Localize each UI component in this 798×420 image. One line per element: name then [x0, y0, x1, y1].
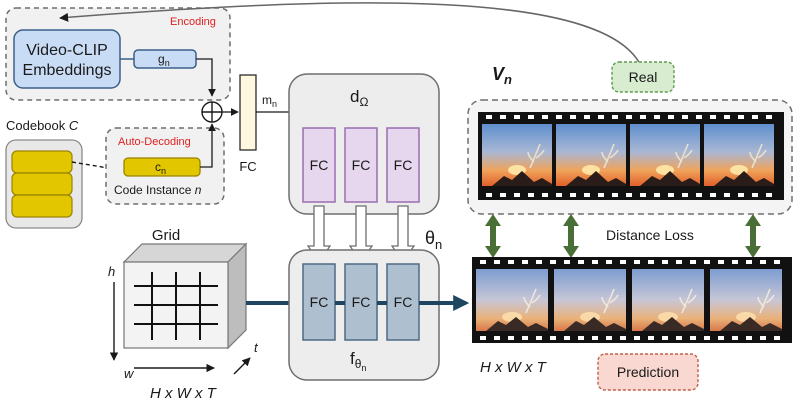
network-fc-layer-3 [386, 263, 420, 341]
network-fc-label: FC [394, 294, 413, 310]
hypernet-fc-layer-3 [386, 127, 420, 203]
real-filmstrip [478, 112, 784, 200]
v-n-label: Vn [492, 64, 512, 87]
g-to-sum-arrow [196, 58, 216, 97]
prediction-badge [597, 353, 699, 391]
grid-title: Grid [152, 227, 180, 244]
w-label: w [124, 366, 135, 381]
real-to-encoder-arrow [59, 2, 641, 65]
network-fc-layer-2 [344, 263, 378, 341]
sum-node [201, 101, 223, 123]
network-fc-layer-1 [302, 263, 336, 341]
codebook-to-cn-arrow [71, 161, 121, 173]
distance-loss-arrows [485, 214, 761, 258]
prediction-dims-label: H x W x T [480, 359, 548, 376]
t-label: t [254, 340, 259, 355]
hypernet-fc-layer-1 [302, 127, 336, 203]
hypernet-fc-label: FC [394, 157, 413, 173]
network-fc-label: FC [310, 294, 329, 310]
g-n-label: gn [158, 52, 170, 68]
codebook-entry [11, 172, 73, 196]
hypernet-block: dΩ FC FC FC [288, 73, 440, 215]
video-clip-embeddings-box [13, 29, 121, 89]
code-instance-label: Code Instance n [114, 183, 202, 197]
codebook-entry [11, 150, 73, 174]
codebook-label: Codebook C [6, 118, 79, 133]
prediction-frame-image [631, 268, 705, 332]
codebook-block [5, 139, 83, 229]
prediction-frame-image [475, 268, 549, 332]
real-video-group [467, 99, 793, 215]
encoding-block: Encoding Video-CLIP Embeddings gn [5, 7, 231, 101]
hypernet-fc-layer-2 [344, 127, 378, 203]
distance-loss-label: Distance Loss [606, 227, 694, 243]
encoding-title: Encoding [170, 16, 216, 28]
hypernet-fc-label: FC [352, 157, 371, 173]
real-label: Real [629, 69, 658, 85]
prediction-label: Prediction [617, 364, 679, 380]
real-frame-image [629, 123, 701, 187]
t-axis-arrow [233, 357, 251, 375]
grid-cube [122, 242, 248, 350]
m-n-label: mn [262, 93, 277, 109]
hypernet-fc-label: FC [310, 157, 329, 173]
fc-mapping-bar [239, 74, 257, 151]
hypernet-title: dΩ [350, 87, 368, 109]
grid-dims-label: H x W x T [150, 385, 218, 402]
prediction-filmstrip [472, 257, 792, 343]
network-fc-label: FC [352, 294, 371, 310]
network-title: fθn [350, 349, 366, 373]
real-frame-image [703, 123, 775, 187]
prediction-frame-image [553, 268, 627, 332]
weight-generation-arrows [306, 205, 416, 264]
real-frame-image [481, 123, 553, 187]
fc-mapping-label: FC [239, 159, 256, 174]
cn-to-sum-arrow [200, 123, 216, 168]
real-frame-image [555, 123, 627, 187]
video-clip-label-line2: Embeddings [23, 62, 112, 79]
auto-decoding-block: Auto-Decoding cn Code Instance n [105, 127, 225, 205]
prediction-frame-image [709, 268, 783, 332]
auto-decoding-title: Auto-Decoding [118, 136, 191, 148]
implicit-network-block: FC FC FC fθn [288, 249, 440, 381]
h-label: h [108, 264, 115, 279]
real-badge [611, 61, 675, 93]
video-clip-label-line1: Video-CLIP [26, 42, 108, 59]
codebook-entry [11, 194, 73, 218]
theta-n-label: θn [425, 228, 442, 252]
c-n-label: cn [155, 160, 166, 176]
